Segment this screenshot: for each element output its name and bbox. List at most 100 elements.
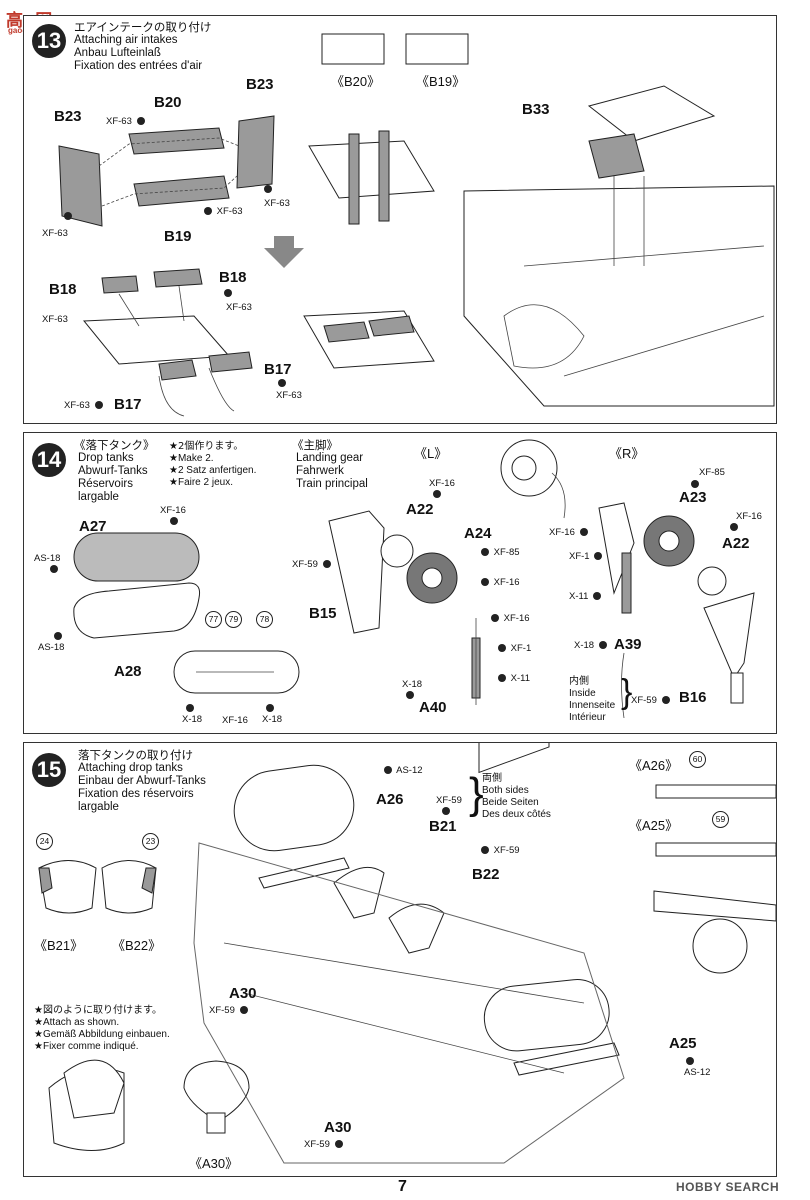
gear-left-label: 《L》 — [414, 446, 448, 461]
step-15-panel: 15 落下タンクの取り付け Attaching drop tanks Einba… — [23, 742, 777, 1177]
paint-xf63-6 — [222, 288, 234, 299]
paint-xf59-b: XF-59 — [631, 695, 672, 706]
view-b20: 《B20》 — [331, 74, 381, 89]
step-15-drawing — [38, 743, 776, 1164]
decal-77: 77 — [205, 611, 222, 628]
paint-xf1-b: XF-1 — [569, 551, 604, 562]
paint-xf63-3 — [62, 211, 74, 222]
note-en: ★Attach as shown. — [34, 1017, 120, 1028]
arrow-down — [264, 236, 304, 268]
step-14-title-fr1: Réservoirs — [78, 478, 133, 490]
part-b33: B33 — [522, 101, 550, 118]
brace: } — [621, 673, 633, 711]
step-13-title-en: Attaching air intakes — [74, 34, 178, 46]
paint-xf63-3-label: XF-63 — [42, 228, 68, 239]
decal-23: 23 — [142, 833, 159, 850]
fuselage-intake-area — [463, 85, 775, 407]
wing-surface — [193, 842, 625, 1164]
part-b16: B16 — [679, 689, 707, 706]
part-b21: B21 — [429, 818, 457, 835]
step-13-title-jp: エアインテークの取り付け — [74, 20, 212, 34]
tank-lower — [483, 979, 610, 1052]
wheel-hub-detail — [500, 439, 566, 519]
paint-xf16-g: XF-16 — [730, 511, 762, 533]
part-a30-b: A30 — [324, 1119, 352, 1136]
step-14-title-en: Drop tanks — [78, 452, 134, 464]
paint-xf16-c: XF-16 — [429, 478, 455, 500]
a26-view — [655, 784, 776, 799]
both-en: Both sides — [482, 785, 529, 796]
paint-as18-b: AS-18 — [38, 631, 64, 653]
paint-xf59-a: XF-59 — [436, 795, 462, 817]
paint-x18-d: X-18 — [574, 640, 609, 651]
part-a26: A26 — [376, 791, 404, 808]
both-brace: } — [469, 769, 484, 818]
paint-xf63-7 — [276, 378, 288, 389]
step-13-number: 13 — [32, 24, 66, 58]
b22-adapter — [388, 903, 445, 954]
paint-xf59-b: XF-59 — [479, 845, 520, 856]
make-note-en: ★Make 2. — [169, 453, 214, 464]
intake-assembly-top — [58, 115, 275, 227]
paint-x18-b: X-18 — [262, 703, 282, 725]
both-de: Beide Seiten — [482, 797, 539, 808]
paint-xf63-2-label: XF-63 — [264, 198, 290, 209]
page-number: 7 — [398, 1178, 407, 1195]
paint-xf59-a: XF-59 — [292, 559, 333, 570]
view-a26: 《A26》 — [629, 758, 679, 773]
tank-upper — [233, 764, 355, 852]
paint-xf1-a: XF-1 — [496, 643, 531, 654]
view-b19: 《B19》 — [416, 74, 466, 89]
part-a28: A28 — [114, 663, 142, 680]
part-b15: B15 — [309, 605, 337, 622]
decal-79: 79 — [225, 611, 242, 628]
watermark: HOBBY SEARCH — [676, 1180, 780, 1194]
part-a23: A23 — [679, 489, 707, 506]
step-14-number: 14 — [32, 443, 66, 477]
decal-59: 59 — [712, 811, 729, 828]
view-b21: 《B21》 — [34, 938, 84, 953]
paint-as12-b: AS-12 — [684, 1056, 710, 1078]
part-a22-left: A22 — [406, 501, 434, 518]
landing-gear-right — [598, 502, 755, 719]
step-14-title-fr2: largable — [78, 491, 119, 503]
paint-x11-a: X-11 — [496, 673, 530, 684]
b21-part — [38, 860, 97, 914]
paint-xf85-b: XF-85 — [699, 467, 725, 478]
part-b20: B20 — [154, 94, 182, 111]
note-fr: ★Fixer comme indiqué. — [34, 1041, 139, 1052]
both-fr: Des deux côtés — [482, 809, 551, 820]
part-a22-right: A22 — [722, 535, 750, 552]
inside-fr: Intérieur — [569, 712, 606, 723]
part-a39: A39 — [614, 636, 642, 653]
paint-x18-c: X-18 — [402, 679, 422, 701]
step-15-title-fr2: largable — [78, 801, 119, 813]
step-14-panel: 14 《落下タンク》 Drop tanks Abwurf-Tanks Réser… — [23, 432, 777, 734]
paint-xf63-4: XF-63 — [202, 206, 243, 217]
part-b19: B19 — [164, 228, 192, 245]
part-b23-right: B23 — [246, 76, 274, 93]
part-a25: A25 — [669, 1035, 697, 1052]
view-a30: 《A30》 — [189, 1156, 239, 1171]
decal-60: 60 — [689, 751, 706, 768]
part-b18-left: B18 — [49, 281, 77, 298]
note-de: ★Gemäß Abbildung einbauen. — [34, 1029, 170, 1040]
b21-adapter — [333, 866, 385, 919]
part-b23-left: B23 — [54, 108, 82, 125]
make-note-fr: ★Faire 2 jeux. — [169, 477, 233, 488]
view-a25: 《A25》 — [629, 818, 679, 833]
paint-xf16-tank: XF-16 — [160, 505, 186, 527]
step-13-drawing — [58, 33, 775, 417]
paint-xf85-a: XF-85 — [479, 547, 520, 558]
part-a30-a: A30 — [229, 985, 257, 1002]
note-jp: ★図のように取り付けます。 — [34, 1005, 162, 1016]
paint-xf63-1: XF-63 — [106, 116, 147, 127]
paint-xf59-d: XF-59 — [304, 1139, 345, 1150]
step-14-title-de: Abwurf-Tanks — [78, 465, 148, 477]
step-13-panel: 13 エアインテークの取り付け Attaching air intakes An… — [23, 15, 777, 424]
paint-xf63-2 — [262, 184, 274, 195]
both-jp: 両側 — [482, 773, 502, 784]
part-b17-left: B17 — [114, 396, 142, 413]
part-a27: A27 — [79, 518, 107, 535]
paint-xf16-d: XF-16 — [479, 577, 520, 588]
